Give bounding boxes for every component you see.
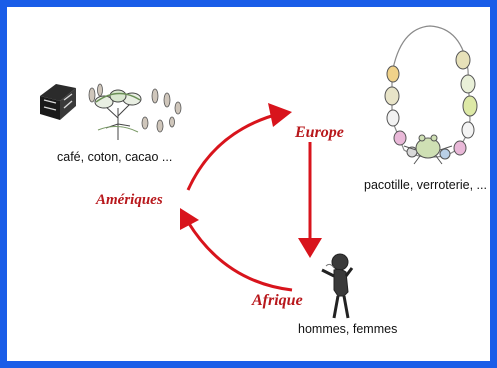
caption-afrique-goods: hommes, femmes	[298, 322, 398, 336]
cotton-plant-icon	[94, 89, 142, 140]
enslaved-person-icon	[321, 253, 354, 319]
frog-pendant-icon	[403, 134, 453, 165]
arrow-afrique-to-ameriques	[186, 221, 293, 292]
place-label-europe: Europe	[295, 124, 344, 141]
arrow-ameriques-to-europe	[186, 111, 283, 191]
beaded-necklace-icon	[384, 25, 478, 160]
arrowhead-europe	[268, 103, 292, 127]
arrowhead-afrique	[298, 238, 322, 258]
cacao-pods-icon	[88, 83, 182, 133]
goods-bales-icon	[40, 84, 76, 120]
caption-europe-goods: pacotille, verroterie, ...	[364, 178, 487, 192]
place-label-afrique: Afrique	[252, 292, 303, 309]
caption-ameriques-goods: café, coton, cacao ...	[57, 150, 173, 164]
arrowhead-ameriques	[180, 208, 199, 230]
place-label-ameriques: Amériques	[96, 192, 163, 208]
